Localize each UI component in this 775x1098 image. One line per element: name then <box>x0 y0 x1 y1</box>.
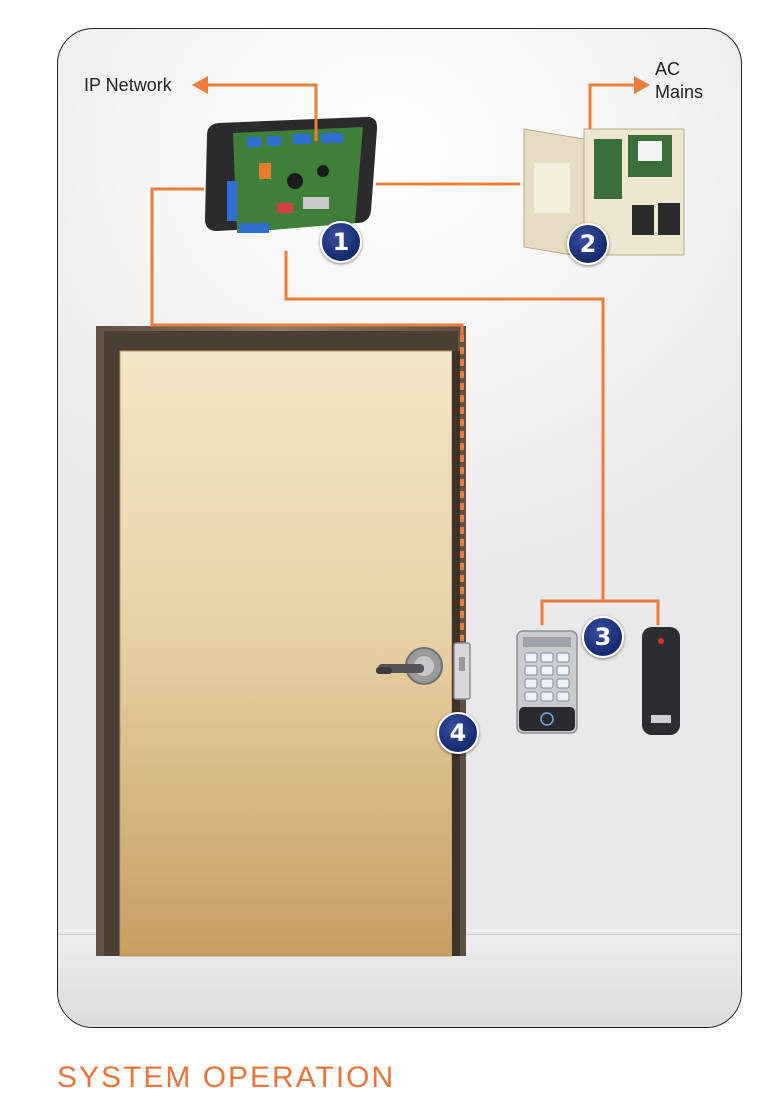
badge-readers: 3 <box>582 616 624 658</box>
door-leaf <box>120 351 452 956</box>
wiring-diagram <box>150 76 660 641</box>
label-ip-network: IP Network <box>84 75 172 95</box>
electric-strike-icon <box>453 642 471 700</box>
badge-power-supply: 2 <box>567 223 609 265</box>
controller-board-icon <box>205 116 378 233</box>
door-illustration <box>96 326 466 957</box>
badge-electric-strike: 4 <box>437 712 479 754</box>
arrow-ac-mains <box>634 76 650 94</box>
label-ac-mains-line2: Mains <box>655 82 704 102</box>
label-ac-mains-line1: AC <box>655 59 681 79</box>
door-lever-handle-icon <box>376 647 443 685</box>
wire-ip-network <box>206 83 318 141</box>
wire-door-top <box>150 187 464 335</box>
power-supply-icon <box>523 128 685 258</box>
wire-ac-mains <box>588 83 636 129</box>
arrow-ip-network <box>192 76 208 94</box>
keypad-reader-icon <box>516 630 578 734</box>
section-title: SYSTEM OPERATION <box>57 1061 396 1094</box>
proximity-reader-icon <box>642 627 680 735</box>
badge-controller: 1 <box>320 221 362 263</box>
wire-readers-split <box>540 599 660 625</box>
wire-readers-vertical <box>284 251 605 601</box>
diagram-panel: IP Network AC Mains 1 2 3 4 <box>57 28 742 1028</box>
